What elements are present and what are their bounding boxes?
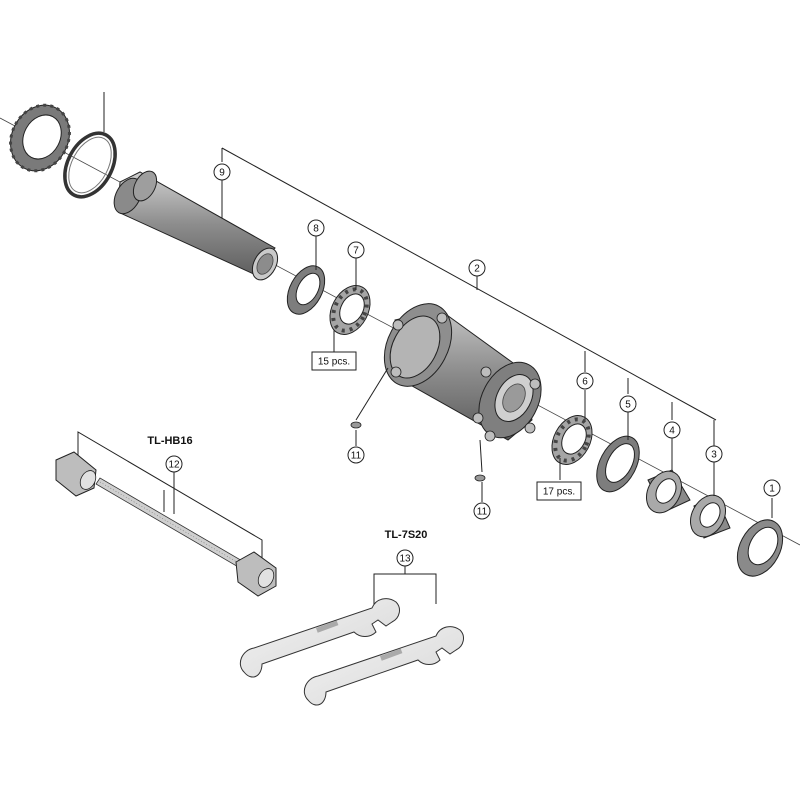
cone-part-3 xyxy=(689,494,731,539)
callout-7: 7 xyxy=(347,241,365,259)
washer-part-8 xyxy=(286,265,326,315)
callout-2: 2 xyxy=(468,259,486,277)
svg-text:8: 8 xyxy=(313,224,319,235)
callout-12: 12 xyxy=(165,455,183,473)
callout-13: 13 xyxy=(396,549,414,567)
svg-text:5: 5 xyxy=(625,400,631,411)
svg-text:4: 4 xyxy=(669,426,675,437)
tool-label-tl-hb16: TL-HB16 xyxy=(147,435,192,447)
callout-1: 1 xyxy=(763,479,781,497)
tool-label-tl-7s20: TL-7S20 xyxy=(385,529,428,541)
svg-text:15 pcs.: 15 pcs. xyxy=(318,357,350,368)
svg-text:7: 7 xyxy=(353,246,359,257)
washer-part-5 xyxy=(596,435,640,493)
screw-part-11-right xyxy=(474,474,486,482)
lock-nut-part-1 xyxy=(736,519,784,577)
shim-ring xyxy=(63,131,117,199)
svg-text:6: 6 xyxy=(582,377,588,388)
svg-text:9: 9 xyxy=(219,168,225,179)
callout-11-right: 11 xyxy=(473,502,491,520)
bearing-retainer-part-7 xyxy=(329,285,371,335)
axle-part-9 xyxy=(113,170,279,281)
callout-11-left: 11 xyxy=(347,446,365,464)
svg-text:13: 13 xyxy=(399,554,411,565)
leader-lines xyxy=(77,147,773,604)
svg-text:2: 2 xyxy=(474,264,480,275)
cone-part-4 xyxy=(645,469,691,514)
svg-text:3: 3 xyxy=(711,450,717,461)
svg-text:12: 12 xyxy=(168,460,180,471)
tool-tl-7s20-wrench-1 xyxy=(239,598,400,678)
callout-6: 6 xyxy=(576,372,594,390)
svg-text:11: 11 xyxy=(477,507,488,518)
lock-ring-left xyxy=(9,103,71,173)
callout-8: 8 xyxy=(307,219,325,237)
tool-tl-7s20-wrench-2 xyxy=(303,626,464,706)
qty-box-17: 17 pcs. xyxy=(536,481,582,501)
qty-box-15: 15 pcs. xyxy=(311,351,357,371)
callout-5: 5 xyxy=(619,395,637,413)
svg-text:11: 11 xyxy=(351,451,362,462)
svg-text:17 pcs.: 17 pcs. xyxy=(543,487,575,498)
callout-3: 3 xyxy=(705,445,723,463)
screw-part-11-left xyxy=(350,421,362,429)
hub-body-part-2 xyxy=(383,303,542,442)
callout-9: 9 xyxy=(213,163,231,181)
svg-text:1: 1 xyxy=(769,484,775,495)
tool-tl-hb16 xyxy=(55,451,277,597)
callout-4: 4 xyxy=(663,421,681,439)
bearing-retainer-part-6 xyxy=(551,415,593,465)
